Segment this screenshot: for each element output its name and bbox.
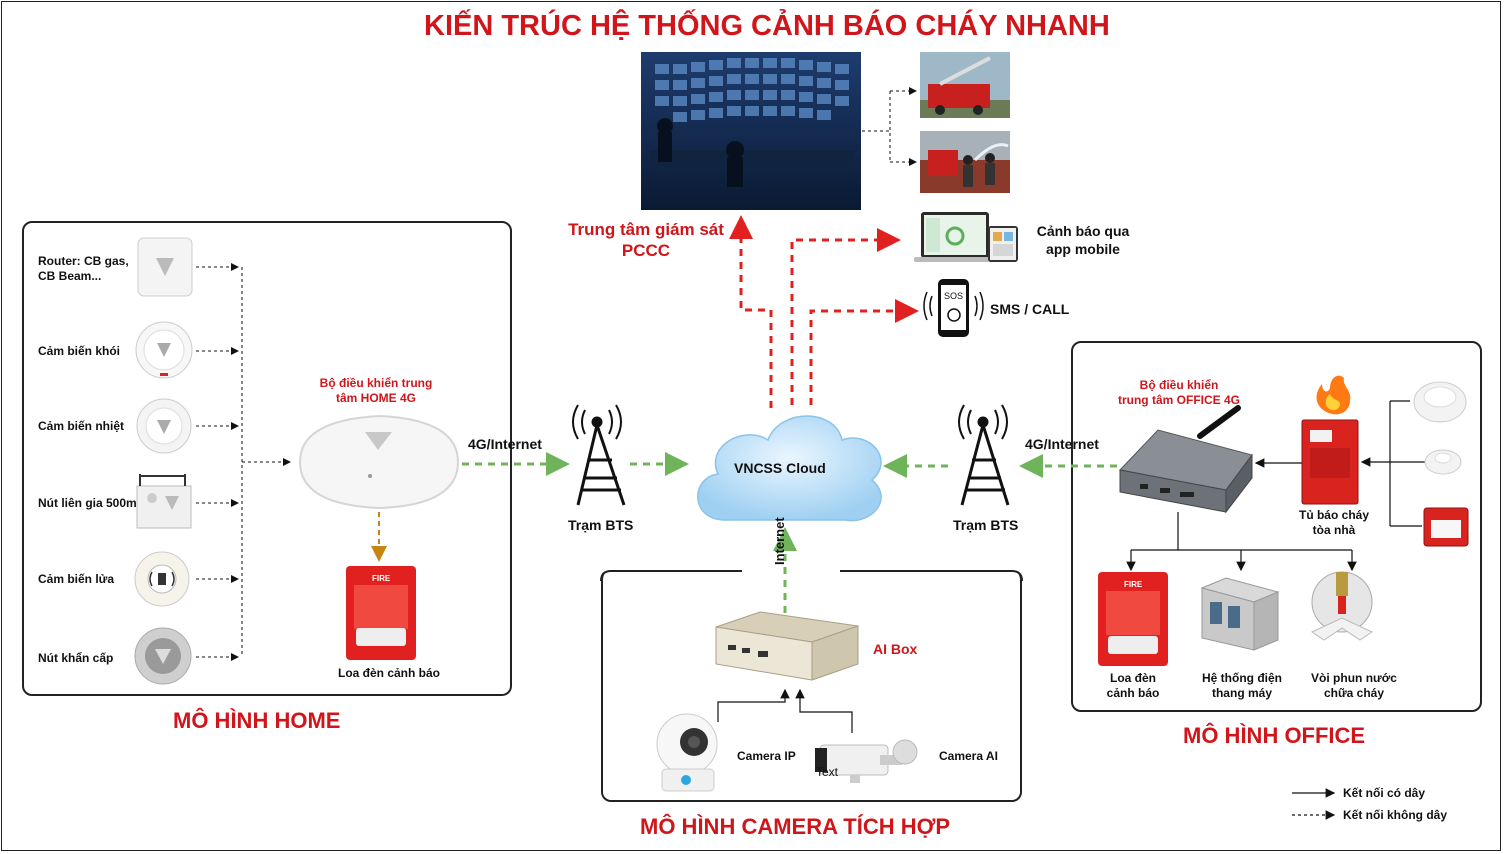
emergency-button-icon (134, 627, 192, 685)
home-controller-label-line2: tâm HOME 4G (335, 391, 416, 405)
app-alert-label-line2: app mobile (1046, 241, 1120, 257)
camera-section-title: MÔ HÌNH CAMERA TÍCH HỢP (640, 814, 951, 839)
ip-camera-icon (656, 713, 718, 792)
left-link-label: 4G/Internet (468, 436, 542, 452)
monitoring-center-label-line2: PCCC (621, 241, 671, 260)
home-device-label-router: Router: CB gas, CB Beam... (38, 254, 129, 284)
internet-label: Internet (772, 517, 787, 565)
right-link-label: 4G/Internet (1025, 436, 1099, 452)
stray-text-label: Text (816, 765, 839, 779)
cloud-label: VNCSS Cloud (734, 460, 826, 476)
office-controller-label-line1: Bộ điều khiển (1139, 378, 1219, 392)
app-alert-label-line1: Cảnh báo qua (1036, 223, 1130, 239)
legend-wired-label: Kết nối có dây (1343, 786, 1426, 800)
fire-panel-label: Tủ báo cháy tòa nhà (1288, 508, 1380, 538)
fire-panel-label-line2: tòa nhà (1312, 523, 1356, 537)
monitoring-center-photo (641, 52, 861, 210)
sprinkler-label-line1: Vòi phun nước (1311, 671, 1397, 685)
office-siren-fire-tag: FIRE (1124, 580, 1143, 589)
sprinkler-label-line2: chữa cháy (1323, 686, 1385, 700)
office-controller-label-line2: trung tâm OFFICE 4G (1117, 393, 1240, 407)
home-controller-label: Bộ điều khiển trung tâm HOME 4G (306, 376, 446, 406)
page-title: KIẾN TRÚC HỆ THỐNG CẢNH BÁO CHÁY NHANH (424, 10, 1110, 42)
office-output-label-siren: Loa đèn cảnh báo (1092, 671, 1174, 701)
router-device-icon (137, 237, 193, 297)
sprinkler-icon (1310, 571, 1374, 641)
home-controller-label-line1: Bộ điều khiển trung (319, 376, 433, 390)
right-bts-label: Trạm BTS (953, 517, 1019, 533)
cloud-icon (697, 415, 882, 522)
heat-sensor-icon (136, 398, 192, 454)
left-bts-label: Trạm BTS (568, 517, 634, 533)
electrical-label-line1: Hệ thống điện (1202, 671, 1282, 685)
ai-box-label: AI Box (873, 641, 918, 657)
office-siren-label-line2: cảnh báo (1106, 686, 1160, 700)
camera-ai-label: Camera AI (939, 749, 998, 763)
electrical-label-line2: thang máy (1211, 686, 1272, 700)
home-section-title: MÔ HÌNH HOME (173, 708, 341, 733)
camera-ip-label: Camera IP (737, 749, 796, 763)
office-controller-icon (1119, 405, 1253, 514)
flame-icon (1316, 375, 1351, 415)
home-siren-fire-tag: FIRE (372, 574, 391, 583)
home-device-label-neighbor: Nút liên gia 500m (38, 496, 137, 510)
electrical-cabinet-icon (1200, 577, 1280, 651)
bts-tower-left-icon (572, 404, 626, 506)
legend-wireless-label: Kết nối không dây (1343, 808, 1448, 822)
neighbor-button-icon (136, 474, 192, 529)
office-section-title: MÔ HÌNH OFFICE (1183, 723, 1366, 748)
office-siren-icon (1098, 572, 1168, 666)
home-device-label-heat: Cảm biến nhiệt (38, 419, 125, 433)
sos-phone-text: SOS (944, 291, 964, 301)
fire-truck-photo (920, 52, 1010, 118)
home-device-label-emergency: Nút khẩn cấp (38, 651, 114, 665)
ai-box-device-icon (715, 611, 859, 681)
monitoring-center-label: Trung tâm giám sát PCCC (560, 219, 732, 261)
camera-model-box (601, 570, 1022, 802)
office-siren-label-line1: Loa đèn (1109, 671, 1156, 685)
home-device-label-flame: Cảm biến lửa (38, 572, 115, 586)
monitoring-center-label-line1: Trung tâm giám sát (568, 220, 724, 239)
laptop-tablet-icon (914, 212, 1018, 262)
flame-sensor-icon (134, 551, 190, 607)
home-siren-icon (346, 566, 416, 660)
office-smoke-detector-icon (1413, 381, 1467, 423)
office-controller-label: Bộ điều khiển trung tâm OFFICE 4G (1108, 378, 1250, 408)
home-device-label-smoke: Cảm biến khói (38, 344, 121, 358)
firefighters-photo (920, 131, 1010, 193)
sms-call-label: SMS / CALL (990, 301, 1070, 317)
manual-call-point-icon (1423, 507, 1469, 547)
fire-panel-label-line1: Tủ báo cháy (1298, 508, 1369, 522)
sos-phone-icon (923, 279, 984, 337)
building-fire-panel-icon (1301, 419, 1359, 505)
router-label-line2: CB Beam... (38, 269, 102, 283)
smoke-sensor-icon (135, 321, 193, 379)
office-heat-detector-icon (1424, 449, 1462, 475)
office-output-label-sprinkler: Vòi phun nước chữa cháy (1302, 671, 1406, 701)
bts-tower-right-icon (958, 404, 1010, 506)
app-alert-label: Cảnh báo qua app mobile (1026, 222, 1140, 258)
router-label-line1: Router: CB gas, (38, 254, 129, 268)
office-output-label-electrical: Hệ thống điện thang máy (1194, 671, 1290, 701)
home-siren-label: Loa đèn cảnh báo (338, 666, 441, 680)
home-controller-icon (298, 414, 460, 510)
ai-camera-icon (815, 739, 918, 783)
